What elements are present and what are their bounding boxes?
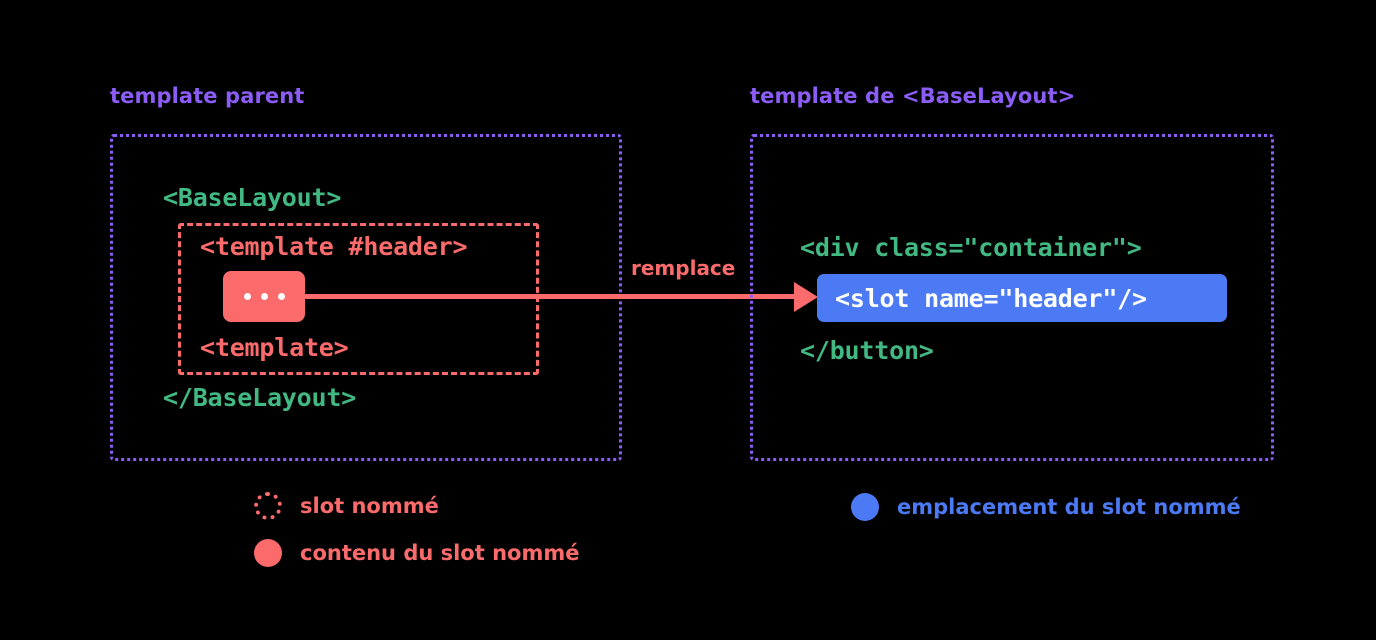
filled-circle-icon (851, 493, 879, 521)
filled-circle-icon (254, 539, 282, 567)
legend-item-label: slot nommé (300, 494, 439, 518)
named-slot-content-chip (223, 271, 305, 322)
code-slot-header-tag: <slot name="header"/> (835, 283, 1147, 313)
left-panel-title: template parent (110, 84, 305, 108)
legend-item-label: contenu du slot nommé (300, 541, 580, 565)
code-div-container-open-tag: <div class="container"> (800, 233, 1142, 262)
ellipsis-dot-icon (277, 293, 285, 300)
legend-item-named-slot-placement: emplacement du slot nommé (851, 493, 1241, 521)
legend-item-named-slot-content: contenu du slot nommé (254, 539, 579, 567)
named-slot-dashed-box (178, 223, 539, 375)
right-panel-title: template de <BaseLayout> (750, 84, 1076, 108)
code-template-header-open-tag: <template #header> (200, 232, 468, 261)
ellipsis-dot-icon (243, 293, 251, 300)
code-baselayout-open-tag: <BaseLayout> (163, 183, 342, 212)
ellipsis-dot-icon (260, 293, 268, 300)
code-button-close-tag: </button> (800, 336, 934, 365)
replace-arrow-line (303, 294, 813, 299)
replace-arrow-label: remplace (628, 256, 739, 280)
dotted-circle-icon (254, 492, 282, 520)
replace-arrow-head-icon (794, 282, 818, 312)
named-slot-placement-box: <slot name="header"/> (817, 274, 1227, 322)
baselayout-template-panel (750, 134, 1274, 461)
legend-item-label: emplacement du slot nommé (897, 495, 1241, 519)
code-baselayout-close-tag: </BaseLayout> (163, 383, 357, 412)
legend-item-named-slot: slot nommé (254, 492, 439, 520)
code-template-close-tag: <template> (200, 333, 349, 362)
